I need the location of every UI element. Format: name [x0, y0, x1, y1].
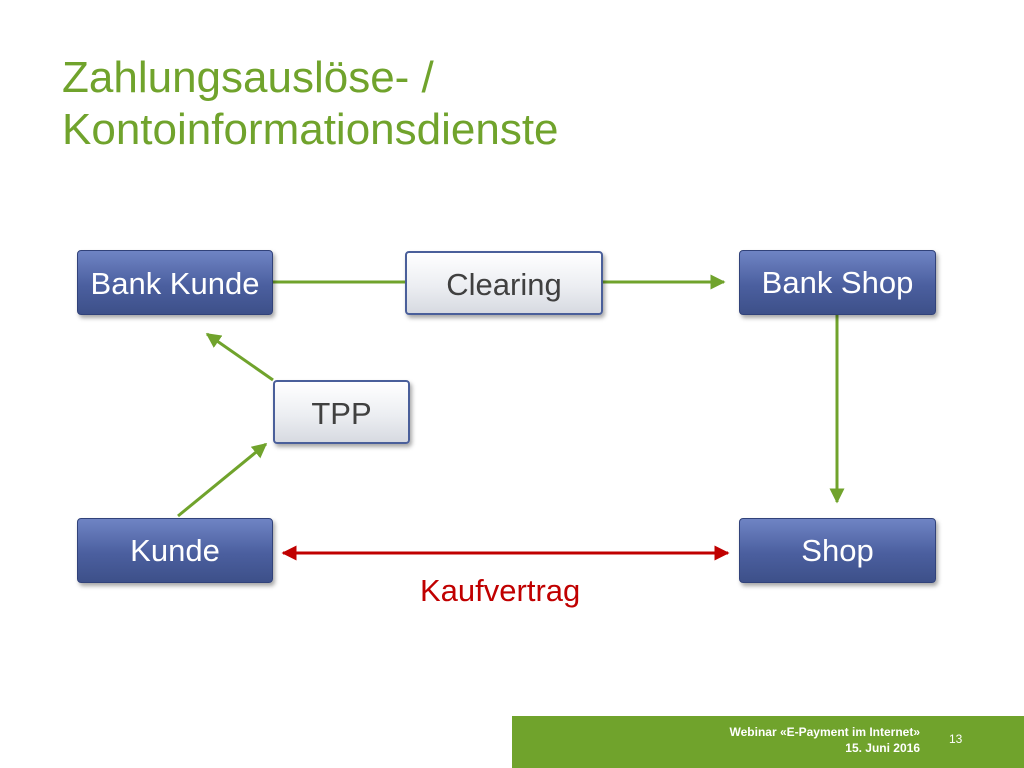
footer-bar: Webinar «E-Payment im Internet» 15. Juni… [512, 716, 1024, 768]
slide-title-line-2: Kontoinformationsdienste [62, 105, 559, 154]
node-bank-kunde: Bank Kunde [77, 250, 273, 315]
node-kunde: Kunde [77, 518, 273, 583]
slide-title-line-1: Zahlungsauslöse- / [62, 53, 434, 102]
node-clearing-label: Clearing [446, 267, 562, 302]
footer-webinar-title: Webinar «E-Payment im Internet» [729, 725, 921, 739]
footer-date: 15. Juni 2016 [845, 741, 920, 755]
node-bank-kunde-label: Bank Kunde [90, 266, 260, 301]
node-tpp-label: TPP [311, 396, 372, 431]
edge-tpp-bankkunde [205, 332, 274, 382]
node-bank-shop-label: Bank Shop [761, 265, 914, 300]
node-bank-shop: Bank Shop [739, 250, 936, 315]
node-clearing: Clearing [405, 251, 603, 315]
node-shop-label: Shop [801, 533, 874, 568]
edge-kunde-tpp [177, 442, 268, 518]
edge-label-kaufvertrag: Kaufvertrag [420, 573, 581, 608]
node-tpp: TPP [273, 380, 410, 444]
node-kunde-label: Kunde [130, 533, 220, 568]
page-number: 13 [949, 732, 963, 746]
slide-title: Zahlungsauslöse- / Kontoinformationsdien… [62, 52, 942, 156]
node-shop: Shop [739, 518, 936, 583]
footer-text: Webinar «E-Payment im Internet» 15. Juni… [730, 724, 921, 756]
